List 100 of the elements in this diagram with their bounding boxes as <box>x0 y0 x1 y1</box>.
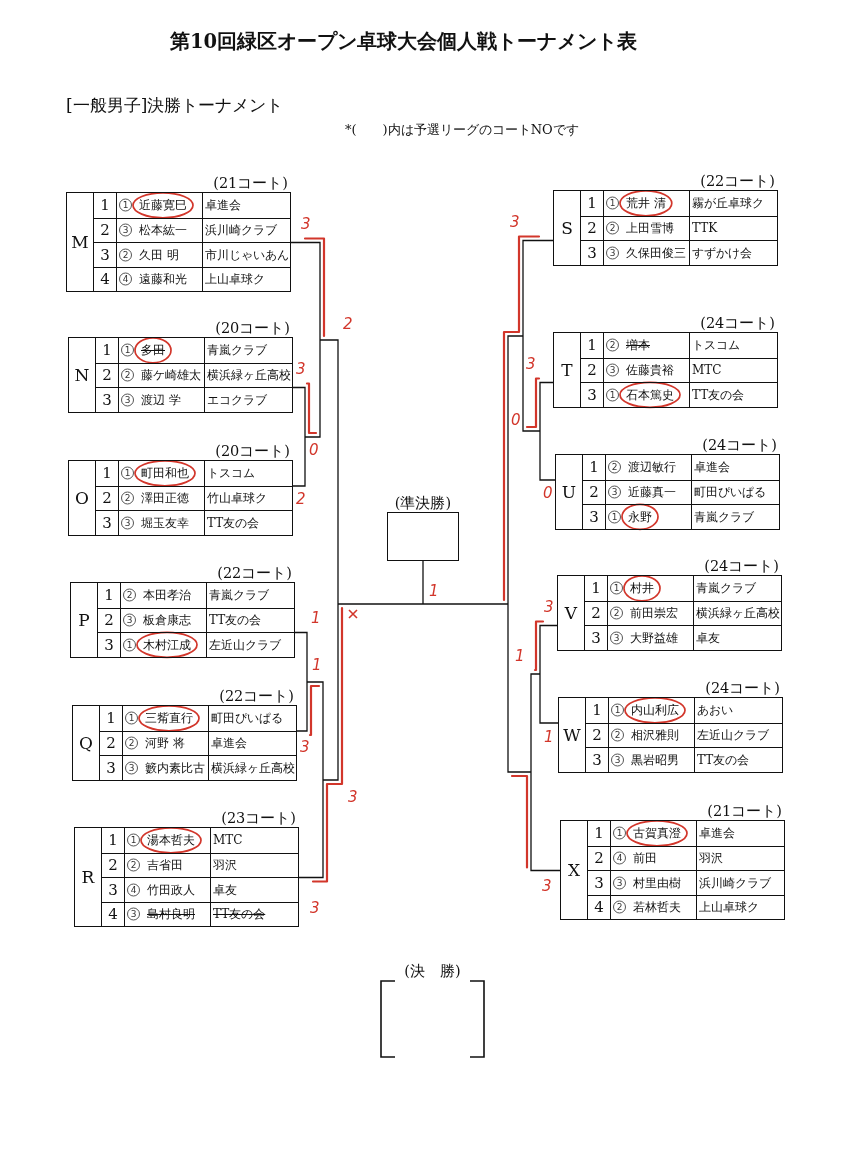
round-label: (準決勝) <box>394 495 452 511</box>
seed-number: 2 <box>106 735 116 751</box>
club-name: 青嵐クラブ <box>209 588 269 603</box>
score-number: 1 <box>311 657 323 673</box>
player-name: 河野 将 <box>145 736 185 751</box>
seed-number: 4 <box>594 899 604 915</box>
table-row <box>96 387 292 412</box>
player-name: 前田崇宏 <box>630 606 678 621</box>
club-name: TT友の会 <box>207 515 260 530</box>
table-row <box>102 901 298 926</box>
score-number: 0 <box>510 412 522 428</box>
player-name: 増本 <box>626 338 650 353</box>
seed-number: 1 <box>100 197 110 213</box>
club-name: 卓進会 <box>211 736 247 751</box>
club-name: 青嵐クラブ <box>696 581 756 596</box>
seed-number: 2 <box>592 727 602 743</box>
player-name: 松本紘一 <box>139 223 187 238</box>
table-row <box>583 504 779 529</box>
court-label: (23コート) <box>221 810 296 826</box>
player-name: 上田雪博 <box>626 221 674 236</box>
group-letter: T <box>561 361 573 379</box>
seed-number: 1 <box>106 710 116 726</box>
player-name: 前田 <box>633 851 657 866</box>
table-row <box>585 600 781 625</box>
court-label: (21コート) <box>707 803 782 819</box>
player-name: 渡辺 学 <box>141 392 181 407</box>
club-name: 羽沢 <box>699 851 723 866</box>
group-letter: S <box>561 219 573 237</box>
table-row <box>100 730 296 755</box>
player-name: 黒岩昭男 <box>631 752 679 767</box>
seed-number: 2 <box>587 220 597 236</box>
table-row <box>100 755 296 780</box>
player-name: 湯本哲夫 <box>147 833 195 848</box>
bracket-line <box>292 386 306 438</box>
bracket-line <box>539 430 556 481</box>
bracket-line <box>292 436 306 487</box>
table-row <box>581 215 777 240</box>
seed-number: 2 <box>589 484 599 500</box>
group-letter: V <box>564 604 578 622</box>
group-letter: M <box>71 233 89 251</box>
seed-number: 3 <box>100 247 110 263</box>
edge-label: 3 <box>295 361 307 377</box>
seed-number: 3 <box>592 752 602 768</box>
club-name: TT友の会 <box>213 907 266 922</box>
bracket-line <box>507 603 532 773</box>
court-label: (22コート) <box>700 173 775 189</box>
table-row <box>94 217 290 242</box>
table-row <box>98 632 294 657</box>
court-label: (24コート) <box>702 437 777 453</box>
club-name: エコクラブ <box>207 392 267 407</box>
bracket-line <box>539 673 559 724</box>
player-name: 近藤寛巳 <box>139 198 187 213</box>
club-name: MTC <box>213 833 243 848</box>
club-name: 卓進会 <box>699 826 735 841</box>
player-name: 近藤真一 <box>628 485 676 500</box>
seed-number: 1 <box>592 702 602 718</box>
club-name: 上山卓球ク <box>205 272 265 287</box>
seed-number: 4 <box>108 906 118 922</box>
group-letter: X <box>567 861 581 879</box>
bracket-line <box>522 239 554 337</box>
table-row <box>96 510 292 535</box>
bracket-line <box>296 681 308 732</box>
player-name: 堀玉友幸 <box>141 515 189 530</box>
club-name: 羽沢 <box>213 858 237 873</box>
table-row <box>581 240 777 265</box>
edge-label: 3 <box>525 356 537 372</box>
club-name: すずかけ会 <box>692 245 752 260</box>
seed-number: 3 <box>587 387 597 403</box>
bracket-line <box>294 631 308 683</box>
club-name: 市川じゃいあん <box>205 247 289 262</box>
score-number: 2 <box>342 316 354 332</box>
table-row <box>96 362 292 387</box>
court-label: (24コート) <box>704 558 779 574</box>
club-name: 左近山クラブ <box>209 637 281 652</box>
player-name: 永野 <box>628 509 652 524</box>
subtitle: [一般男子]決勝トーナメント <box>66 95 284 115</box>
player-name: 相沢雅則 <box>631 728 679 743</box>
player-name: 島村良明 <box>147 907 195 922</box>
club-name: 上山卓球ク <box>699 900 759 915</box>
player-name: 竹田政人 <box>147 882 195 897</box>
table-row <box>583 479 779 504</box>
club-name: 卓友 <box>696 630 720 645</box>
player-name: 内山利広 <box>631 703 679 718</box>
seed-number: 1 <box>594 825 604 841</box>
edge-label: 2 <box>295 491 307 507</box>
seed-number: 2 <box>100 222 110 238</box>
club-name: 町田ぴいぱる <box>694 485 766 500</box>
player-name: 木村江成 <box>143 637 191 652</box>
group-letter: W <box>563 726 581 744</box>
table-row <box>581 357 777 382</box>
bracket-line <box>530 771 561 872</box>
table-row <box>102 877 298 902</box>
group-letter: P <box>78 611 90 629</box>
player-name: 澤田正徳 <box>141 491 189 506</box>
edge-label: 3 <box>541 878 553 894</box>
edge-label: 3 <box>309 900 321 916</box>
club-name: トスコム <box>207 466 255 481</box>
club-name: 卓進会 <box>694 460 730 475</box>
club-name: 横浜緑ヶ丘高校 <box>696 606 780 621</box>
court-label: (22コート) <box>219 688 294 704</box>
